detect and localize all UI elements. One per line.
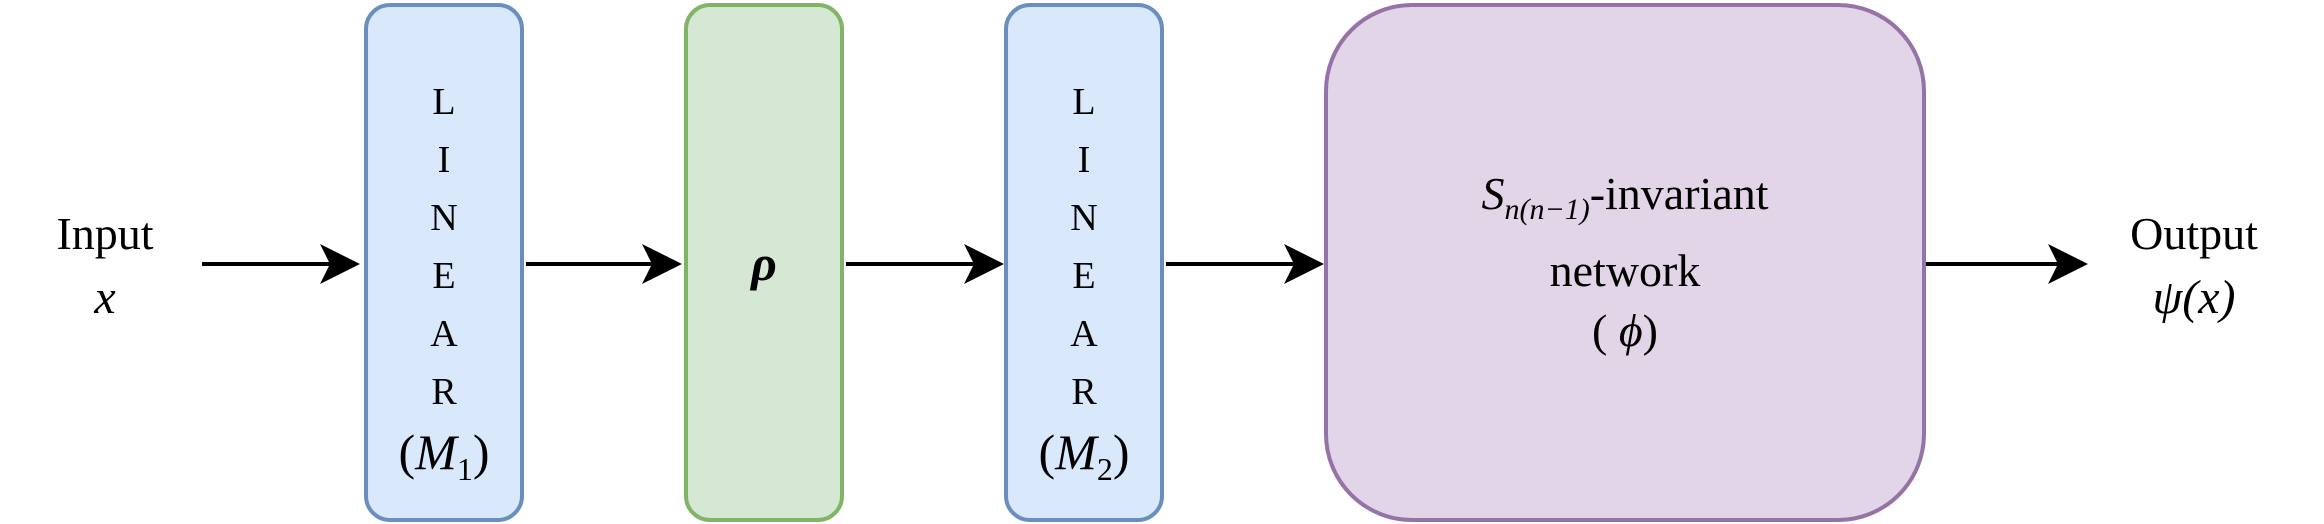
linear1-letter-l: L	[432, 81, 456, 123]
output-label: Output ψ(x)	[2104, 202, 2284, 330]
linear2-letter-n: N	[1070, 197, 1098, 239]
linear2-letter-a: A	[1070, 313, 1098, 355]
linear-layer-2: L I N E A R (M2)	[1004, 3, 1164, 522]
activation-rho: ρ	[684, 3, 844, 522]
output-label-text: Output	[2130, 208, 2258, 259]
input-symbol: x	[94, 271, 116, 324]
linear2-letter-e: E	[1072, 255, 1096, 297]
output-symbol: ψ(x)	[2152, 271, 2236, 324]
linear1-letter-r: R	[431, 371, 457, 413]
linear2-letter-r: R	[1071, 371, 1097, 413]
network-phi-label: ( ϕ)	[1592, 304, 1658, 356]
rho-symbol: ρ	[751, 234, 777, 291]
linear1-letter-n: N	[430, 197, 458, 239]
linear2-matrix-label: (M2)	[1038, 424, 1130, 487]
linear1-letter-e: E	[432, 255, 456, 297]
linear2-letter-l: L	[1072, 81, 1096, 123]
linear1-letter-i: I	[437, 139, 451, 181]
linear1-matrix-label: (M1)	[398, 424, 490, 487]
linear1-letter-a: A	[430, 313, 458, 355]
network-title: Sn(n−1)-invariant	[1481, 168, 1769, 227]
linear-layer-1: L I N E A R (M1)	[364, 3, 524, 522]
linear2-letter-i: I	[1077, 139, 1091, 181]
input-label: Input x	[30, 202, 180, 330]
invariant-network: Sn(n−1)-invariant network ( ϕ)	[1324, 3, 1926, 522]
input-label-text: Input	[56, 208, 154, 259]
network-subtitle: network	[1549, 244, 1701, 296]
